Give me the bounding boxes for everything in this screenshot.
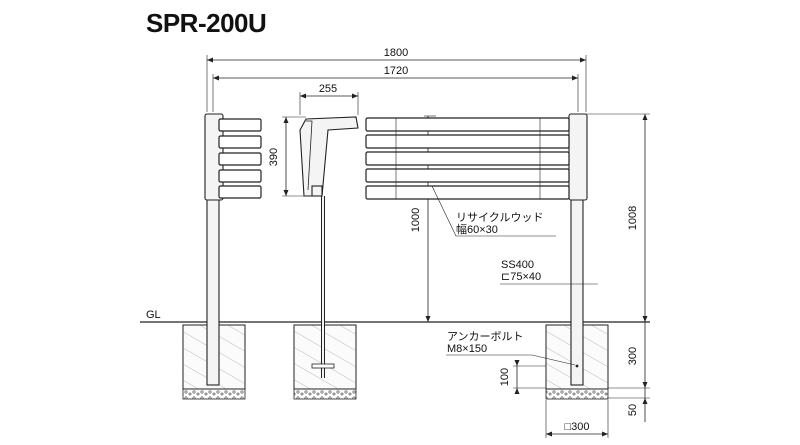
dim-255-label: 255: [319, 83, 337, 95]
ground-line: GL: [140, 309, 650, 323]
callout-steel: SS400 ⊏75×40: [500, 259, 598, 285]
sign-board-center: [299, 116, 359, 378]
dim-1720-label: 1720: [384, 65, 408, 77]
dimension-foundation-width: □300: [545, 400, 609, 438]
wood-name-label: リサイクルウッド: [456, 211, 543, 224]
dim-1800-label: 1800: [384, 47, 408, 59]
bolt-size-label: M8×150: [447, 343, 487, 355]
drawing-title: SPR-200U: [146, 8, 267, 38]
fence-panel-right: [365, 117, 570, 200]
steel-name-label: SS400: [501, 259, 534, 271]
bolt-name-label: アンカーボルト: [447, 330, 524, 343]
wood-size-label: 幅60×30: [456, 223, 498, 236]
dim-100-label: 100: [499, 368, 511, 386]
dimension-panel-height: 1000: [410, 115, 436, 322]
dim-1000-label: 1000: [410, 208, 422, 232]
dimension-post-span: 1720: [212, 65, 579, 112]
callout-anchor-bolt: アンカーボルト M8×150: [446, 330, 576, 366]
ground-label: GL: [146, 309, 161, 321]
dimension-board-height: 390: [268, 116, 306, 197]
dim-300-label: 300: [627, 347, 639, 365]
dim-50-label: 50: [627, 404, 639, 416]
dimension-bolt-depth: 100: [499, 360, 548, 394]
dimension-overall-width: 1800: [206, 47, 587, 112]
dimension-board-width: 255: [299, 83, 359, 115]
post-left: [204, 113, 262, 386]
dim-300-width-label: □300: [565, 421, 590, 433]
dimension-total-height: 1008: [586, 113, 650, 322]
steel-size-label: ⊏75×40: [501, 271, 541, 283]
dimension-foundation-depth: 300 50: [607, 322, 650, 422]
dim-390-label: 390: [268, 148, 280, 166]
dim-1008-label: 1008: [627, 206, 639, 230]
callout-recycled-wood: リサイクルウッド 幅60×30: [431, 185, 556, 237]
